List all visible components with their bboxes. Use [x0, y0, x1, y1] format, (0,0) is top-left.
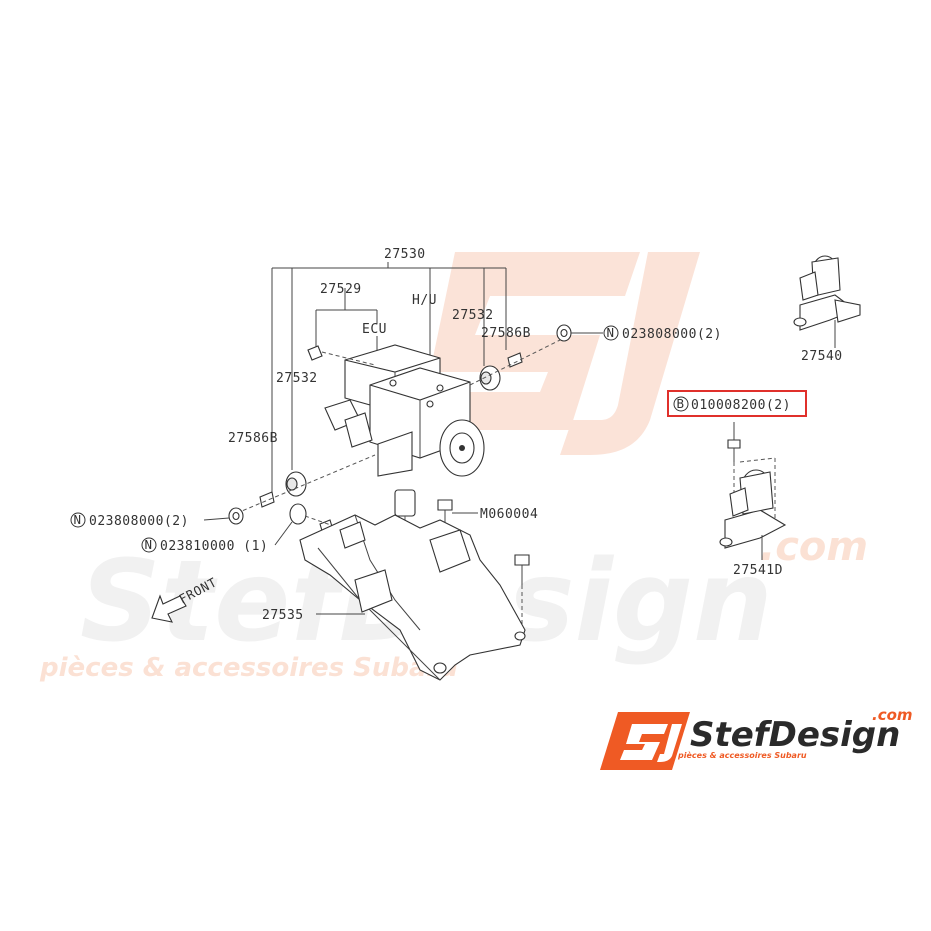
label-bolt-center: M060004	[480, 507, 538, 522]
label-ecu: ECU	[362, 322, 387, 337]
bolt-center	[437, 499, 453, 511]
label-hu: H/U	[412, 293, 437, 308]
stud-upper-left	[307, 345, 323, 361]
label-bushing-left: 27532	[276, 371, 318, 386]
front-arrow-icon	[151, 594, 187, 623]
label-nut-left: 023808000(2)	[89, 514, 189, 529]
label-sensor-top: 27540	[801, 349, 843, 364]
watermark-emblem-left	[430, 252, 640, 430]
label-stud-top-right: 27586B	[481, 326, 531, 341]
label-nut-top-right: 023808000(2)	[622, 327, 722, 342]
brand-logo: StefDesign .com pièces & accessoires Sub…	[600, 706, 913, 770]
label-highlight-bolt: 010008200(2)	[691, 398, 791, 413]
part-labels: 27530 27529 H/U ECU 27532 27586B 27532 2…	[70, 247, 843, 623]
highlight-bolt-head	[727, 439, 741, 449]
highlight-callout: B 010008200(2)	[667, 390, 807, 417]
watermark-tagline: pièces & accessoires Subaru	[39, 653, 458, 683]
abs-unit	[324, 344, 485, 477]
stud-left	[259, 491, 275, 508]
logo-tagline: pièces & accessoires Subaru	[677, 750, 807, 760]
bushing-lower-left	[289, 503, 307, 525]
label-bushing-top-right: 27532	[452, 308, 494, 323]
label-assembly: 27530	[384, 247, 426, 262]
n-marker-lower: N	[145, 537, 153, 552]
sensor-27541d	[719, 422, 787, 560]
n-marker-top: N	[607, 325, 615, 340]
label-ecu-part: 27529	[320, 282, 362, 297]
label-sensor-lower: 27541D	[733, 563, 783, 578]
label-bracket: 27535	[262, 608, 304, 623]
assembly-leader-lines	[271, 262, 507, 492]
label-stud-left: 27586B	[228, 431, 278, 446]
fasteners	[228, 324, 572, 630]
sensor-27540	[793, 255, 861, 348]
n-marker-left: N	[74, 512, 82, 527]
bolt-bracket	[514, 554, 530, 566]
watermark-emblem-right	[560, 252, 700, 455]
highlight-box	[667, 390, 807, 417]
center-mount	[394, 489, 416, 517]
mounting-bracket	[299, 514, 526, 681]
stud-right	[507, 352, 523, 368]
logo-wordmark: StefDesign	[690, 715, 900, 755]
b-marker: B	[677, 396, 685, 411]
watermark-dotcom: .com	[760, 524, 868, 570]
logo-dotcom: .com	[872, 706, 913, 724]
label-nut-lower-left: 023810000 (1)	[160, 539, 268, 554]
